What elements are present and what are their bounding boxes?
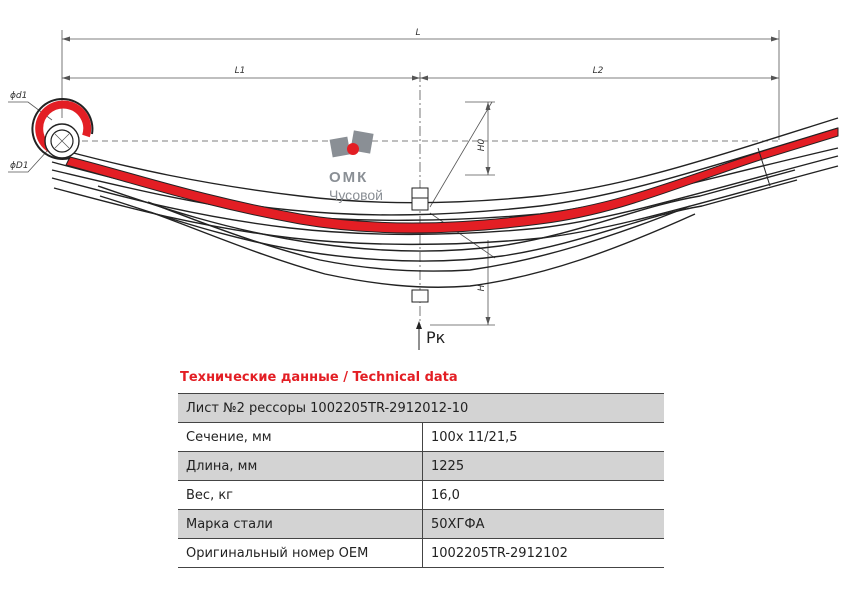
spring-eye [31, 98, 94, 160]
spring-leaves [51, 127, 839, 288]
table-row: Оригинальный номер OEM 1002205TR-2912102 [178, 538, 664, 568]
row-value: 1002205TR-2912102 [422, 538, 664, 568]
leaf-2-highlight [65, 127, 839, 234]
omk-logo-mark [329, 130, 374, 158]
technical-data-title: Технические данные / Technical data [180, 370, 458, 385]
dimension-L [61, 30, 780, 140]
row-value: 100х 11/21,5 [422, 422, 664, 452]
table-row: Длина, мм 1225 [178, 451, 664, 481]
leaf-6-bottom [149, 211, 696, 288]
leaf-6 [147, 201, 691, 272]
row-label: Оригинальный номер OEM [178, 538, 423, 568]
logo-city: Чусовой [329, 187, 383, 203]
row-value: 50ХГФА [422, 509, 664, 539]
dimension-L2-label: L2 [593, 66, 604, 76]
dimension-L1-label: L1 [235, 66, 246, 76]
row-value: 16,0 [422, 480, 664, 510]
leaf-1-main [61, 117, 839, 204]
logo-name: ОМК [329, 169, 368, 186]
dimension-H0-label: H0 [477, 138, 487, 151]
dimension-H0 [429, 101, 495, 208]
dimension-H-label: H [477, 284, 487, 291]
center-bolt [411, 187, 429, 303]
load-arrow [416, 321, 422, 350]
row-label: Марка стали [178, 509, 423, 539]
eye-outer-diameter-label: ϕD1 [10, 161, 29, 171]
eye-inner-diameter-label: ϕd1 [10, 91, 27, 101]
technical-data-table: Лист №2 рессоры 1002205TR-2912012-10 Сеч… [178, 393, 664, 568]
row-label: Вес, кг [178, 480, 423, 510]
table-row: Сечение, мм 100х 11/21,5 [178, 422, 664, 452]
table-header-row: Лист №2 рессоры 1002205TR-2912012-10 [178, 393, 664, 423]
leaf-4-bottom [53, 165, 839, 246]
leaf-5 [97, 169, 796, 252]
dimension-L1-L2 [62, 75, 779, 81]
table-row: Вес, кг 16,0 [178, 480, 664, 510]
row-label: Длина, мм [178, 451, 423, 481]
row-label: Сечение, мм [178, 422, 423, 452]
leaf-5-bottom [99, 179, 798, 262]
table-header-cell: Лист №2 рессоры 1002205TR-2912012-10 [178, 393, 664, 423]
leaf-4 [51, 155, 839, 236]
leaf-end-cut [757, 147, 771, 187]
dimension-L-label: L [415, 28, 420, 38]
row-value: 1225 [422, 451, 664, 481]
table-row: Марка стали 50ХГФА [178, 509, 664, 539]
load-label: Pк [426, 328, 446, 347]
leaf-spring-drawing: L L1 L2 H0 H ϕd1 ϕD1 [8, 28, 839, 350]
omk-logo: ОМК Чусовой [329, 130, 383, 203]
